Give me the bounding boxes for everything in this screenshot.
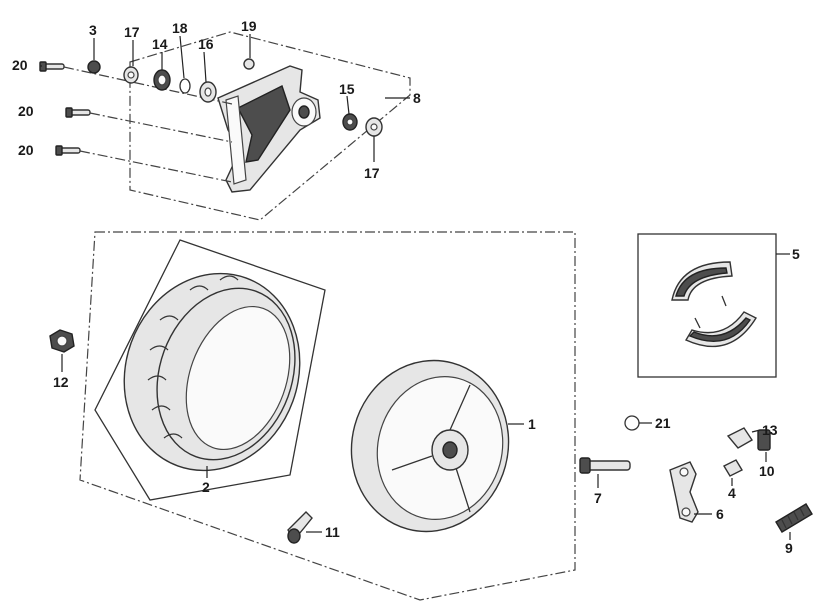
part-13 [726,427,753,449]
callout-19: 19 [241,18,257,34]
axle-nut-12 [49,329,75,353]
tire [123,272,301,472]
callout-2: 2 [202,479,210,495]
callout-20-b: 20 [18,103,34,119]
brake-shoes [671,261,757,348]
spring-9 [775,503,813,533]
bearing-16 [199,81,217,103]
callout-11: 11 [325,524,340,540]
callout-20-c: 20 [18,142,34,158]
callout-14: 14 [152,36,168,52]
bearing-15 [342,113,358,131]
bolt-7 [579,457,631,474]
pin-19 [243,58,255,70]
bearing-14 [153,69,171,91]
swing-arm-group-frame [129,31,411,221]
callout-1: 1 [528,416,536,432]
callout-9: 9 [785,540,793,556]
callout-4: 4 [728,485,736,501]
bolt-20a [39,61,65,72]
wheel-group-frame [79,231,576,601]
washer-17b [365,117,383,137]
valve-11 [287,511,313,544]
callout-15: 15 [339,81,355,97]
callout-21: 21 [655,415,671,431]
callout-8: 8 [413,90,421,106]
swing-arm [217,65,321,193]
part-4 [723,459,743,477]
callout-10: 10 [759,463,775,479]
callout-5: 5 [792,246,800,262]
brake-arm-6 [669,461,699,523]
bolt-20c [55,145,81,156]
tire-group-frame [94,239,326,501]
bolt-20b [65,107,91,118]
circlip-18 [179,78,191,94]
callout-12: 12 [53,374,69,390]
callout-7: 7 [594,490,602,506]
callout-13: 13 [762,422,778,438]
swing-arm-group [39,31,411,221]
callout-labels: 3 17 14 18 16 19 15 8 17 20 20 20 1 2 12… [12,18,800,556]
brake-shoe-frame [637,233,777,378]
nut-3 [87,60,101,74]
callout-3: 3 [89,22,97,38]
wheel-rim [350,359,510,533]
spring-10 [757,429,771,451]
callout-16: 16 [198,36,214,52]
leader-lines [40,34,791,540]
callout-17-bottom: 17 [364,165,380,181]
callout-18: 18 [172,20,188,36]
o-ring-21 [624,415,640,431]
callout-20-a: 20 [12,57,28,73]
washer-17a [123,66,139,84]
callout-6: 6 [716,506,724,522]
callout-17-top: 17 [124,24,140,40]
